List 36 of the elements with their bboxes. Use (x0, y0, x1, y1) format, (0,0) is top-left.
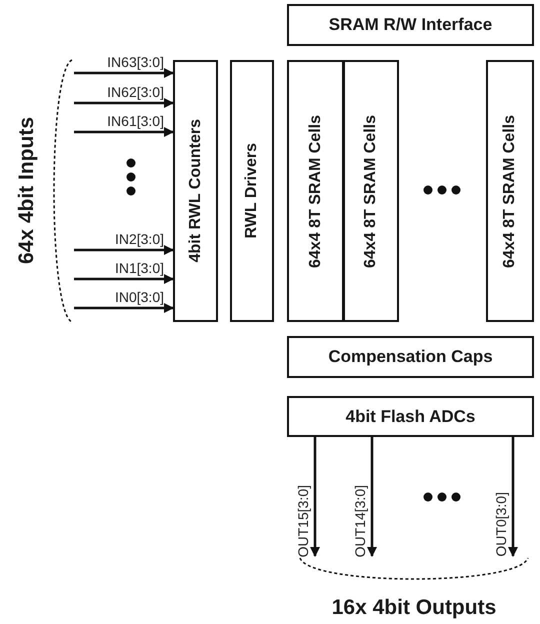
signal-label: IN63[3:0] (107, 55, 164, 69)
signal-label: OUT15[3:0] (296, 484, 310, 557)
block-box (343, 60, 399, 322)
block-label: 64x4 8T SRAM Cells (306, 114, 324, 268)
signal-arrow (367, 437, 377, 557)
block-label: 64x4 8T SRAM Cells (362, 114, 380, 268)
group-label: 64x 4bit Inputs (16, 117, 37, 265)
signal-arrow (74, 127, 174, 137)
signal-label: OUT0[3:0] (494, 492, 508, 557)
block-label: 64x4 8T SRAM Cells (501, 114, 519, 268)
block-box (486, 60, 534, 322)
group-label: 16x 4bit Outputs (332, 597, 496, 618)
block-box (287, 60, 344, 322)
signal-arrow (74, 98, 174, 108)
block-label: SRAM R/W Interface (328, 15, 492, 35)
signal-arrow (74, 274, 174, 284)
block-box (287, 336, 534, 378)
signal-arrow (310, 437, 320, 557)
block-label: RWL Drivers (243, 143, 261, 239)
signal-arrow (74, 245, 174, 255)
signal-label: IN0[3:0] (114, 290, 164, 304)
signal-label: IN2[3:0] (114, 232, 164, 246)
block-label: 4bit RWL Counters (186, 119, 204, 263)
block-box (287, 396, 534, 437)
signal-arrow (74, 68, 174, 78)
signal-arrow (508, 437, 518, 557)
signal-label: IN61[3:0] (107, 114, 164, 128)
signal-label: IN62[3:0] (107, 85, 164, 99)
signal-label: OUT14[3:0] (353, 484, 367, 557)
block-box (230, 60, 274, 322)
block-box (173, 60, 218, 322)
block-label: 4bit Flash ADCs (346, 406, 476, 426)
block-label: Compensation Caps (328, 347, 493, 367)
block-box (287, 4, 534, 46)
signal-arrow (74, 303, 174, 313)
signal-label: IN1[3:0] (114, 261, 164, 275)
